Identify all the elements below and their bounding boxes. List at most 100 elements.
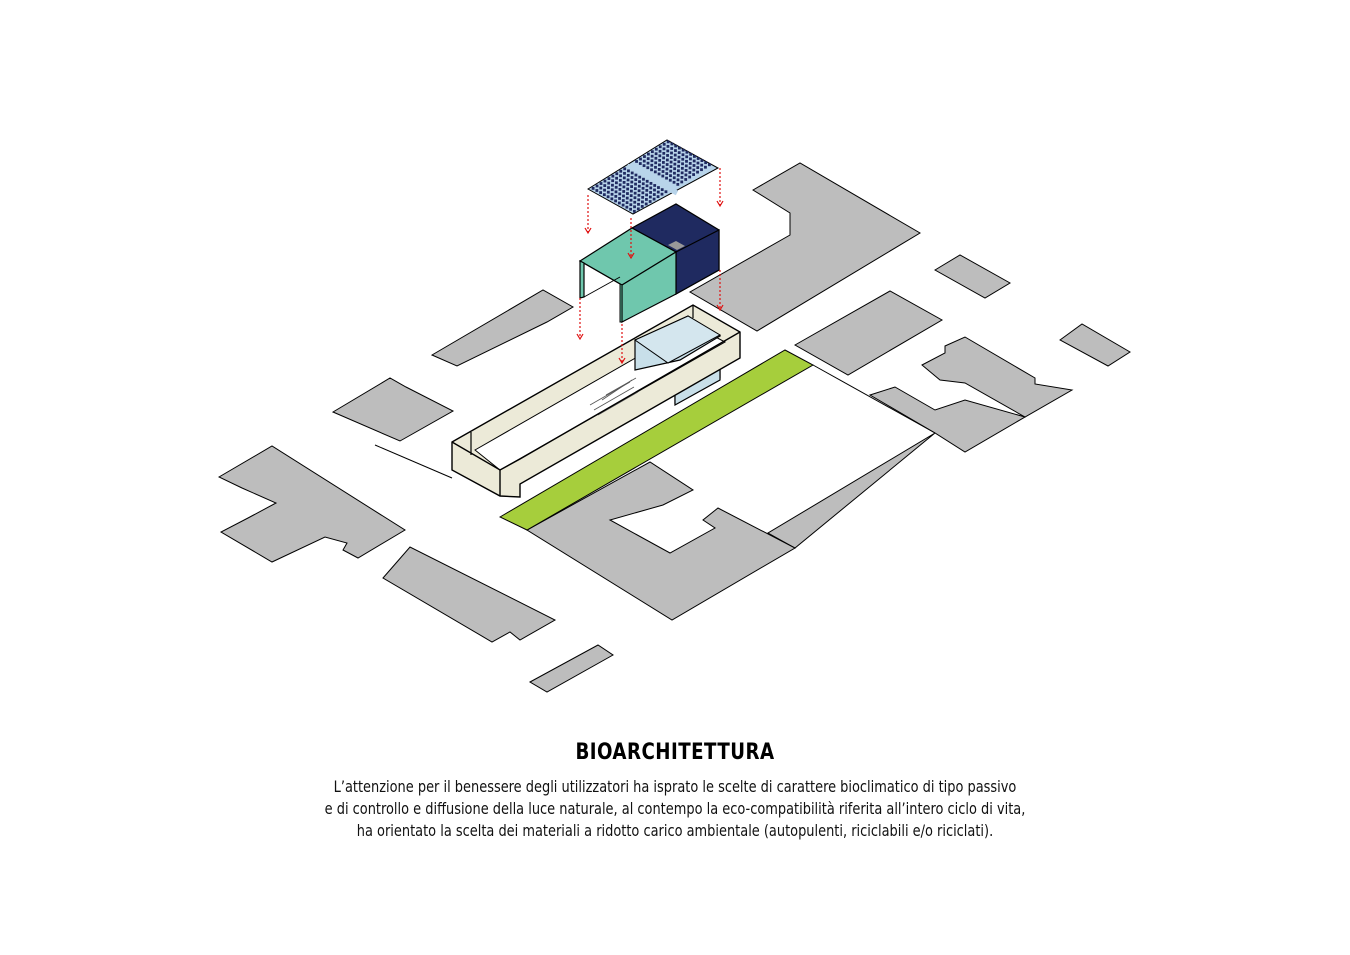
solar-cell xyxy=(669,160,673,164)
description-line: L’attenzione per il benessere degli util… xyxy=(333,777,1017,796)
solar-cell xyxy=(681,157,685,161)
solar-cell xyxy=(618,183,622,187)
solar-cell xyxy=(696,161,700,165)
solar-cell xyxy=(681,153,685,157)
solar-cell xyxy=(673,162,677,166)
description-line: e di controllo e diffusione della luce n… xyxy=(324,799,1026,818)
solar-cell xyxy=(677,160,681,164)
solar-cell xyxy=(696,170,699,174)
solar-cell xyxy=(619,174,622,178)
solar-cell xyxy=(621,199,625,202)
solar-cell xyxy=(654,165,657,169)
solar-cell xyxy=(680,171,684,175)
solar-cell xyxy=(626,187,630,191)
solar-cell xyxy=(606,190,610,194)
solar-cell xyxy=(665,176,668,180)
solar-cell xyxy=(670,142,674,146)
solar-cell xyxy=(692,173,695,176)
solar-cell xyxy=(688,162,692,165)
solar-cell xyxy=(666,149,670,153)
solar-cell xyxy=(636,207,640,211)
solar-cell xyxy=(677,169,680,173)
solar-cell xyxy=(618,187,622,191)
building-block xyxy=(331,377,455,442)
building-block xyxy=(1059,323,1131,367)
solar-cell xyxy=(652,197,656,201)
solar-cell xyxy=(626,183,630,186)
solar-cell xyxy=(657,168,661,171)
surrounding-buildings xyxy=(217,162,1131,693)
solar-cell xyxy=(704,161,708,165)
solar-cell xyxy=(607,181,611,185)
solar-cell xyxy=(610,192,614,196)
solar-cell xyxy=(603,184,607,187)
solar-cell xyxy=(642,159,646,163)
solar-cell xyxy=(685,150,689,154)
solar-cell xyxy=(661,170,665,173)
solar-cell xyxy=(629,194,633,198)
solar-cell xyxy=(676,182,680,186)
solar-cell xyxy=(692,168,696,172)
solar-cell xyxy=(650,150,654,154)
diagram-title: BIOARCHITETTURA xyxy=(575,740,775,765)
solar-cell xyxy=(654,147,658,151)
solar-cell xyxy=(674,144,678,148)
solar-cell xyxy=(645,184,649,188)
solar-cell xyxy=(641,186,645,190)
diagram-description: L’attenzione per il benessere degli util… xyxy=(0,776,1350,842)
solar-cell xyxy=(684,164,688,168)
solar-cell xyxy=(599,191,602,194)
solar-cell xyxy=(641,195,645,199)
solar-cell xyxy=(660,188,664,192)
solar-cell xyxy=(625,196,629,200)
solar-cell xyxy=(641,182,645,186)
solar-cell xyxy=(685,155,689,159)
solar-cell xyxy=(669,174,672,178)
solar-cell xyxy=(684,169,688,172)
description-line: ha orientato la scelta dei materiali a r… xyxy=(356,821,994,840)
solar-cell xyxy=(633,191,637,195)
building-block xyxy=(382,546,557,643)
solar-cell xyxy=(673,158,677,162)
solar-cell xyxy=(646,166,650,170)
solar-cell xyxy=(648,195,652,199)
solar-cell xyxy=(676,173,680,177)
solar-cell xyxy=(610,188,614,192)
solar-cell xyxy=(670,147,674,150)
solar-cell xyxy=(673,171,676,175)
solar-cell xyxy=(599,182,603,185)
solar-cell xyxy=(637,189,641,193)
solar-cell xyxy=(619,169,623,173)
solar-cell xyxy=(693,155,696,158)
solar-cell xyxy=(595,189,599,192)
solar-cell xyxy=(614,190,618,194)
solar-cell xyxy=(658,145,662,149)
solar-cell xyxy=(622,185,626,189)
solar-cell xyxy=(656,195,660,199)
building-block xyxy=(217,445,406,563)
solar-cell xyxy=(642,177,645,181)
solar-cell xyxy=(645,188,649,192)
solar-cell xyxy=(658,154,662,158)
solar-cell xyxy=(614,199,617,203)
solar-cell xyxy=(637,193,641,197)
solar-cell xyxy=(638,162,642,165)
solar-cell xyxy=(611,183,614,187)
solar-cell xyxy=(644,202,648,206)
solar-cell xyxy=(685,159,688,163)
solar-cell xyxy=(692,159,696,163)
solar-cell xyxy=(634,182,637,186)
solar-cell xyxy=(642,164,646,168)
solar-cell xyxy=(696,166,700,169)
solar-cell xyxy=(664,190,668,194)
solar-cell xyxy=(626,178,630,182)
solar-cell xyxy=(625,205,629,209)
solar-cell xyxy=(650,168,653,172)
solar-cell xyxy=(688,166,692,170)
building-block xyxy=(793,290,944,376)
solar-cell xyxy=(661,174,665,178)
solar-cell xyxy=(700,168,703,172)
modular-volume xyxy=(578,203,720,323)
building-block xyxy=(430,289,575,367)
solar-cell xyxy=(603,179,607,183)
